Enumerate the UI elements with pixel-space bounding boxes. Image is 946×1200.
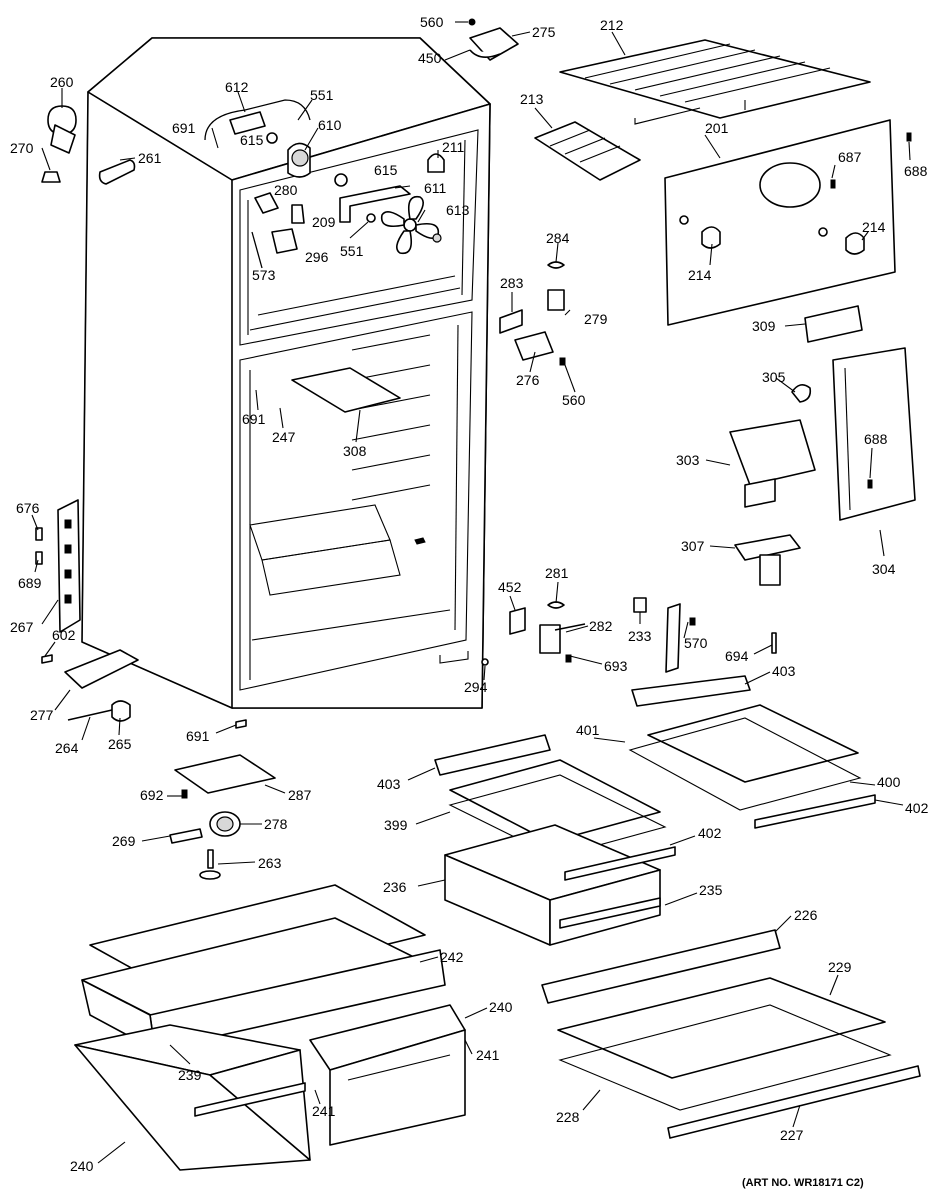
callout-label: 240	[70, 1158, 94, 1174]
callout-label: 570	[684, 635, 708, 651]
callout-label: 241	[312, 1103, 336, 1119]
callout-label: 450	[418, 50, 442, 66]
callout-label: 551	[340, 243, 364, 259]
callout-label: 265	[108, 736, 132, 752]
callout-label: 304	[872, 561, 896, 577]
callout-label: 267	[10, 619, 34, 635]
callout-label: 402	[905, 800, 929, 816]
callout-label: 402	[698, 825, 722, 841]
callout-label: 296	[305, 249, 329, 265]
left-side-parts	[35, 105, 247, 729]
callout-label: 280	[274, 182, 298, 198]
callout-label: 270	[10, 140, 34, 156]
callout-label: 264	[55, 740, 79, 756]
leader-lines	[31, 21, 911, 1164]
callout-label: 602	[52, 627, 76, 643]
callout-label: 400	[877, 774, 901, 790]
callout-label: 613	[446, 202, 470, 218]
callout-label: 263	[258, 855, 282, 871]
callout-label: 211	[442, 139, 465, 155]
callout-label: 693	[604, 658, 628, 674]
right-shelves	[541, 704, 921, 1139]
callout-label: 260	[50, 74, 74, 90]
callout-label: 691	[172, 120, 196, 136]
callout-label: 294	[464, 679, 488, 695]
callout-label: 403	[772, 663, 796, 679]
callout-label: 236	[383, 879, 407, 895]
crisper-assembly	[74, 884, 466, 1171]
callout-label: 401	[576, 722, 600, 738]
callout-label: 676	[16, 500, 40, 516]
callout-label: 283	[500, 275, 524, 291]
callout-label: 241	[476, 1047, 500, 1063]
callout-label: 573	[252, 267, 276, 283]
callout-label: 691	[242, 411, 266, 427]
callout-label: 287	[288, 787, 312, 803]
callout-label: 284	[546, 230, 570, 246]
callout-labels: 560 275 450 212 213 201 687 688 260 270 …	[10, 14, 929, 1174]
callout-label: 689	[18, 575, 42, 591]
callout-label: 687	[838, 149, 862, 165]
callout-label: 213	[520, 91, 544, 107]
callout-label: 612	[225, 79, 249, 95]
freezer-shelf-and-ice-tray	[468, 18, 871, 181]
callout-label: 691	[186, 728, 210, 744]
callout-label: 688	[864, 431, 888, 447]
callout-label: 209	[312, 214, 336, 230]
callout-label: 307	[681, 538, 705, 554]
callout-label: 212	[600, 17, 624, 33]
callout-label: 235	[699, 882, 723, 898]
control-and-damper-parts	[499, 261, 916, 586]
callout-label: 403	[377, 776, 401, 792]
callout-label: 277	[30, 707, 54, 723]
callout-label: 615	[374, 162, 398, 178]
callout-label: 610	[318, 117, 342, 133]
callout-label: 276	[516, 372, 540, 388]
callout-label: 240	[489, 999, 513, 1015]
callout-label: 278	[264, 816, 288, 832]
callout-label: 226	[794, 907, 818, 923]
callout-label: 242	[440, 949, 464, 965]
callout-label: 308	[343, 443, 367, 459]
callout-label: 214	[688, 267, 712, 283]
callout-label: 303	[676, 452, 700, 468]
callout-label: 247	[272, 429, 296, 445]
callout-label: 214	[862, 219, 886, 235]
callout-label: 233	[628, 628, 652, 644]
callout-label: 399	[384, 817, 408, 833]
evaporator-cover-panel	[664, 119, 912, 343]
callout-label: 692	[140, 787, 164, 803]
pan-and-shelves	[434, 675, 751, 946]
callout-label: 269	[112, 833, 136, 849]
callout-label: 694	[725, 648, 749, 664]
freezer-components	[204, 99, 445, 269]
mid-hardware	[481, 597, 777, 673]
callout-label: 560	[420, 14, 444, 30]
callout-label: 229	[828, 959, 852, 975]
callout-label: 611	[424, 180, 447, 196]
callout-label: 282	[589, 618, 613, 634]
callout-label: 309	[752, 318, 776, 334]
callout-label: 201	[705, 120, 729, 136]
art-number: (ART NO. WR18171 C2)	[742, 1177, 864, 1189]
callout-label: 261	[138, 150, 162, 166]
callout-label: 688	[904, 163, 928, 179]
callout-label: 560	[562, 392, 586, 408]
fan-blade	[380, 195, 440, 255]
callout-label: 452	[498, 579, 522, 595]
callout-label: 239	[178, 1067, 202, 1083]
callout-label: 615	[240, 132, 264, 148]
callout-label: 275	[532, 24, 556, 40]
cabinet	[81, 37, 491, 709]
callout-label: 305	[762, 369, 786, 385]
callout-label: 551	[310, 87, 334, 103]
roller-and-leveler	[169, 754, 276, 880]
callout-label: 279	[584, 311, 608, 327]
callout-label: 228	[556, 1109, 580, 1125]
callout-label: 281	[545, 565, 569, 581]
callout-label: 227	[780, 1127, 804, 1143]
